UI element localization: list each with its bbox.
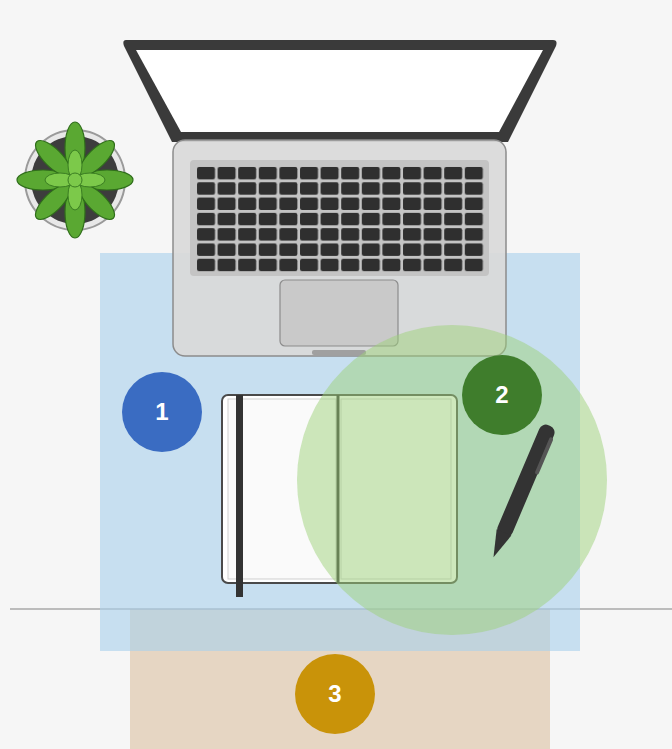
- callout-number: 3: [328, 682, 341, 706]
- callout-circle: 2: [462, 355, 542, 435]
- callout-circle: 3: [295, 654, 375, 734]
- callout-number: 2: [495, 383, 508, 407]
- callout-circle: 1: [122, 372, 202, 452]
- laptop: [123, 40, 556, 356]
- writing-zone: [297, 325, 607, 635]
- pen: [486, 422, 558, 560]
- plant: [17, 122, 133, 238]
- callout-number: 1: [155, 400, 168, 424]
